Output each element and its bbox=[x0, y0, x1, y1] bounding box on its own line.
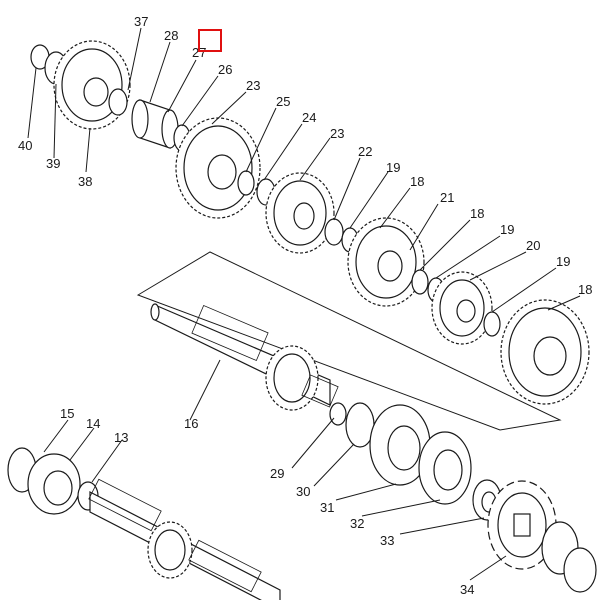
washer-22 bbox=[324, 218, 344, 246]
lower-shaft-assembly bbox=[7, 447, 281, 600]
label-27: 27 bbox=[192, 45, 206, 60]
washer-18b bbox=[411, 269, 429, 295]
gear-20 bbox=[431, 271, 493, 345]
gear-23-upper bbox=[175, 117, 261, 219]
label-21: 21 bbox=[440, 190, 454, 205]
label-38: 38 bbox=[78, 174, 92, 189]
counter-shaft-gear bbox=[147, 521, 193, 579]
gear-18-right bbox=[500, 299, 590, 405]
lock-washer bbox=[541, 521, 597, 593]
circlip-19c bbox=[483, 311, 501, 337]
label-13: 13 bbox=[114, 430, 128, 445]
selection-box[interactable] bbox=[198, 29, 222, 52]
label-25: 25 bbox=[276, 94, 290, 109]
label-19-c: 19 bbox=[556, 254, 570, 269]
label-23-upper: 23 bbox=[246, 78, 260, 93]
label-26: 26 bbox=[218, 62, 232, 77]
label-24: 24 bbox=[302, 110, 316, 125]
assembly-box bbox=[136, 251, 562, 431]
output-parts bbox=[329, 402, 597, 593]
gear-23-lower bbox=[265, 172, 335, 254]
collar-37 bbox=[108, 88, 128, 116]
label-22: 22 bbox=[358, 144, 372, 159]
bush-25 bbox=[237, 170, 255, 196]
label-18-c: 18 bbox=[578, 282, 592, 297]
label-16: 16 bbox=[184, 416, 198, 431]
label-39: 39 bbox=[46, 156, 60, 171]
leader-lines bbox=[27, 27, 581, 581]
bearing-31 bbox=[369, 404, 431, 486]
label-14: 14 bbox=[86, 416, 100, 431]
label-15: 15 bbox=[60, 406, 74, 421]
shaft-gear-16 bbox=[265, 345, 319, 411]
middle-shaft-assembly bbox=[136, 251, 562, 431]
label-20: 20 bbox=[526, 238, 540, 253]
label-18-a: 18 bbox=[410, 174, 424, 189]
label-37: 37 bbox=[134, 14, 148, 29]
label-18-b: 18 bbox=[470, 206, 484, 221]
label-19-b: 19 bbox=[500, 222, 514, 237]
gear-38 bbox=[53, 40, 131, 130]
callout-labels: 37 28 27 26 23 25 24 23 22 19 18 21 18 1… bbox=[18, 14, 592, 597]
upper-shaft-assembly bbox=[30, 40, 590, 405]
label-23-lower: 23 bbox=[330, 126, 344, 141]
gear-14 bbox=[27, 453, 81, 515]
collar-29 bbox=[329, 402, 347, 426]
label-33: 33 bbox=[380, 533, 394, 548]
sprocket-34 bbox=[487, 480, 557, 570]
label-31: 31 bbox=[320, 500, 334, 515]
label-40: 40 bbox=[18, 138, 32, 153]
label-32: 32 bbox=[350, 516, 364, 531]
oil-seal-32 bbox=[418, 431, 472, 505]
label-34: 34 bbox=[460, 582, 474, 597]
label-28: 28 bbox=[164, 28, 178, 43]
label-19-a: 19 bbox=[386, 160, 400, 175]
label-30: 30 bbox=[296, 484, 310, 499]
gear-21 bbox=[347, 217, 425, 307]
label-29: 29 bbox=[270, 466, 284, 481]
